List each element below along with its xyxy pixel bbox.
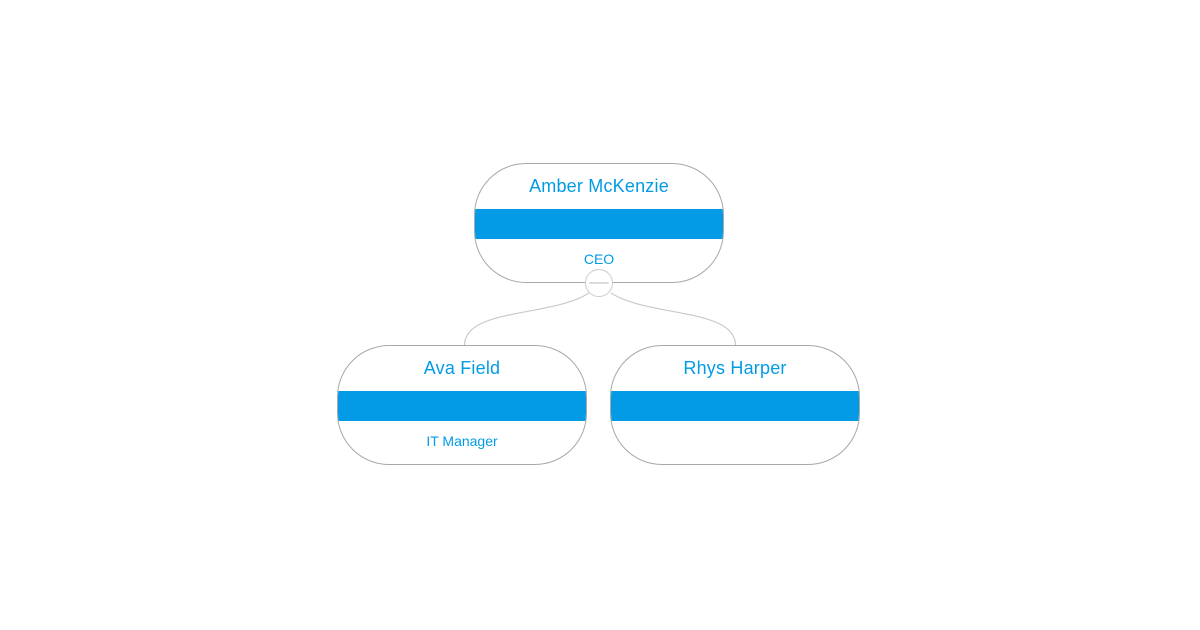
node-color-band <box>611 391 859 421</box>
node-color-band <box>338 391 586 421</box>
node-title: CEO <box>583 251 615 267</box>
connector-edge-left <box>463 292 590 346</box>
node-title: IT Manager <box>426 433 498 449</box>
minus-icon <box>589 282 609 284</box>
collapse-toggle-button[interactable] <box>585 269 613 297</box>
node-name: Amber McKenzie <box>529 176 669 196</box>
node-color-band <box>475 209 723 239</box>
node-name: Rhys Harper <box>683 358 787 378</box>
org-node-child-1[interactable]: Ava Field IT Manager <box>337 345 587 465</box>
org-node-root[interactable]: Amber McKenzie CEO <box>474 163 724 283</box>
connector-edge-right <box>610 292 737 346</box>
node-name: Ava Field <box>423 358 501 378</box>
node-title <box>611 421 859 461</box>
org-node-child-2[interactable]: Rhys Harper <box>610 345 860 465</box>
